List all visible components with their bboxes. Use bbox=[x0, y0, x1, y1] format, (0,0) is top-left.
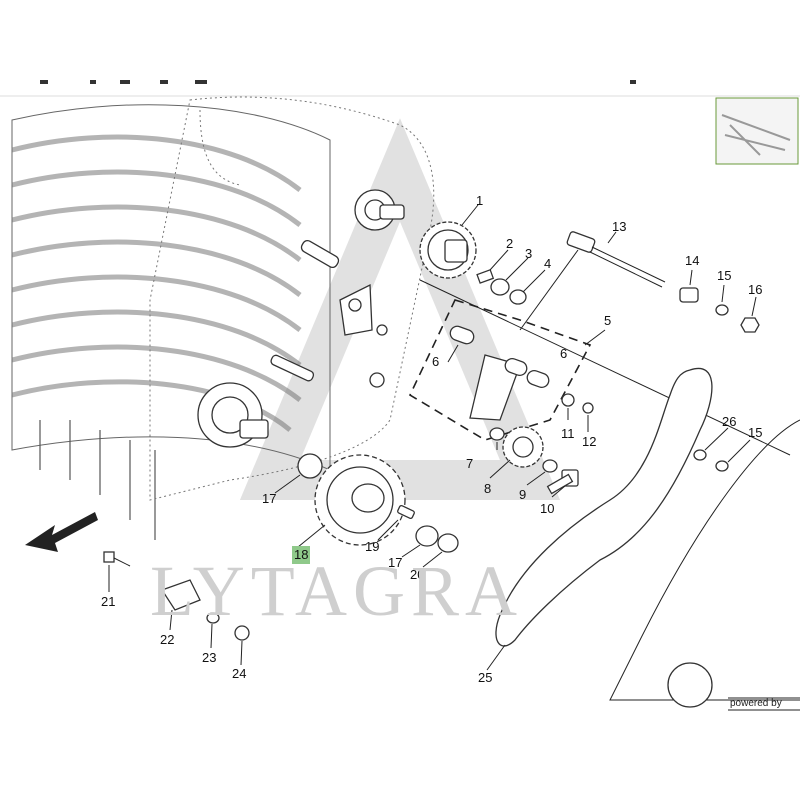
sprocket-8 bbox=[502, 426, 544, 468]
tensioner-assembly bbox=[408, 299, 592, 441]
callout-16[interactable]: 16 bbox=[748, 282, 762, 297]
callout-18[interactable]: 18 bbox=[294, 547, 308, 562]
callout-9[interactable]: 9 bbox=[519, 487, 526, 502]
callout-5[interactable]: 5 bbox=[604, 313, 611, 328]
callout-18-highlight[interactable] bbox=[292, 546, 310, 564]
sprocket-1 bbox=[419, 221, 477, 279]
callout-23[interactable]: 23 bbox=[202, 650, 216, 665]
callout-21[interactable]: 21 bbox=[101, 594, 115, 609]
callout-17a[interactable]: 17 bbox=[262, 491, 276, 506]
callout-11[interactable]: 11 bbox=[561, 426, 575, 441]
callout-10[interactable]: 10 bbox=[540, 501, 554, 516]
drive-chain bbox=[495, 367, 713, 647]
callout-22[interactable]: 22 bbox=[160, 632, 174, 647]
callout-8[interactable]: 8 bbox=[484, 481, 491, 496]
callout-2[interactable]: 2 bbox=[506, 236, 513, 251]
powered-by-label: powered by bbox=[730, 698, 782, 709]
watermark-text: LYTAGRA bbox=[150, 551, 523, 631]
callout-20[interactable]: 20 bbox=[410, 567, 424, 582]
reel-drum bbox=[11, 104, 331, 540]
callout-13[interactable]: 13 bbox=[612, 219, 626, 234]
callout-12[interactable]: 12 bbox=[582, 434, 596, 449]
direction-arrow-icon bbox=[25, 512, 98, 552]
side-plate bbox=[149, 96, 435, 501]
tension-rod bbox=[566, 231, 666, 288]
callout-17b[interactable]: 17 bbox=[388, 555, 402, 570]
callout-24[interactable]: 24 bbox=[232, 666, 246, 681]
cropped-header-marks bbox=[40, 80, 636, 84]
callout-15a[interactable]: 15 bbox=[717, 268, 731, 283]
callout-labels: 1 2 3 4 5 6 6 7 8 9 10 11 12 13 14 15 15… bbox=[101, 193, 762, 685]
leader-lines bbox=[108, 204, 757, 671]
callout-7[interactable]: 7 bbox=[466, 456, 473, 471]
callout-4[interactable]: 4 bbox=[544, 256, 551, 271]
callout-25[interactable]: 25 bbox=[478, 670, 492, 685]
overview-thumbnail[interactable] bbox=[715, 97, 799, 165]
drive-housing bbox=[609, 419, 800, 708]
callout-14[interactable]: 14 bbox=[685, 253, 699, 268]
large-sprocket bbox=[314, 454, 406, 546]
callout-1[interactable]: 1 bbox=[476, 193, 483, 208]
callout-15b[interactable]: 15 bbox=[748, 425, 762, 440]
callout-19[interactable]: 19 bbox=[365, 539, 379, 554]
callout-26[interactable]: 26 bbox=[722, 414, 736, 429]
callout-6b[interactable]: 6 bbox=[560, 346, 567, 361]
callout-3[interactable]: 3 bbox=[525, 246, 532, 261]
callout-6a[interactable]: 6 bbox=[432, 354, 439, 369]
